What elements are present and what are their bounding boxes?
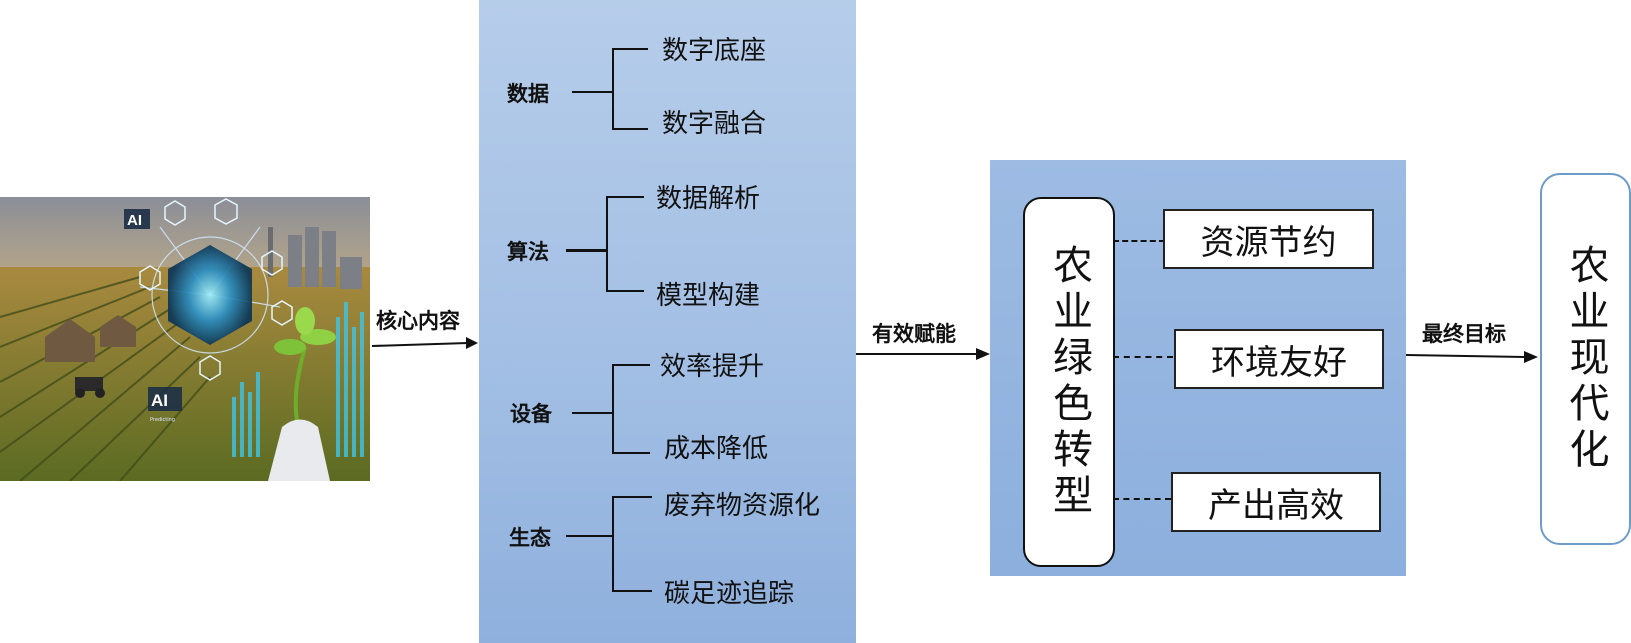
arrow-to-transformation (856, 348, 990, 360)
core-content-panel (479, 0, 856, 643)
item-waste-recycling: 废弃物资源化 (664, 491, 821, 521)
core-content-label: 核心内容 (376, 308, 460, 333)
item-cost-reduction: 成本降低 (664, 434, 769, 464)
item-digital-fusion: 数字融合 (662, 109, 767, 139)
outcome-eco-friendly: 环境友好 (1174, 329, 1384, 389)
empower-label: 有效赋能 (872, 321, 956, 346)
goal-text: 农业现代化 (1562, 244, 1609, 474)
group-label-equipment: 设备 (510, 401, 552, 426)
arrow-to-core (372, 337, 478, 349)
final-goal-label: 最终目标 (1422, 321, 1506, 346)
arrow-to-goal (1406, 351, 1538, 363)
group-label-data: 数据 (507, 81, 549, 106)
group-label-algorithm: 算法 (507, 239, 549, 264)
group-label-ecology: 生态 (509, 525, 551, 550)
item-carbon-tracking: 碳足迹追踪 (664, 579, 795, 609)
smart-agriculture-image: AI AI Predicting (0, 197, 370, 481)
outcome-efficient-output: 产出高效 (1171, 472, 1381, 532)
transformation-title: 农业绿色转型 (1046, 244, 1092, 520)
predicting-label: Predicting (150, 417, 175, 423)
outcome-resource-saving: 资源节约 (1163, 209, 1374, 269)
item-efficiency-increase: 效率提升 (660, 352, 765, 382)
goal-box: 农业现代化 (1540, 173, 1631, 545)
item-data-analysis: 数据解析 (656, 184, 761, 214)
transformation-box: 农业绿色转型 (1023, 197, 1115, 567)
item-model-building: 模型构建 (656, 281, 761, 311)
ai-badge-bottom: AI (151, 391, 168, 410)
item-digital-base: 数字底座 (662, 36, 767, 66)
ai-badge-top: AI (127, 212, 142, 229)
